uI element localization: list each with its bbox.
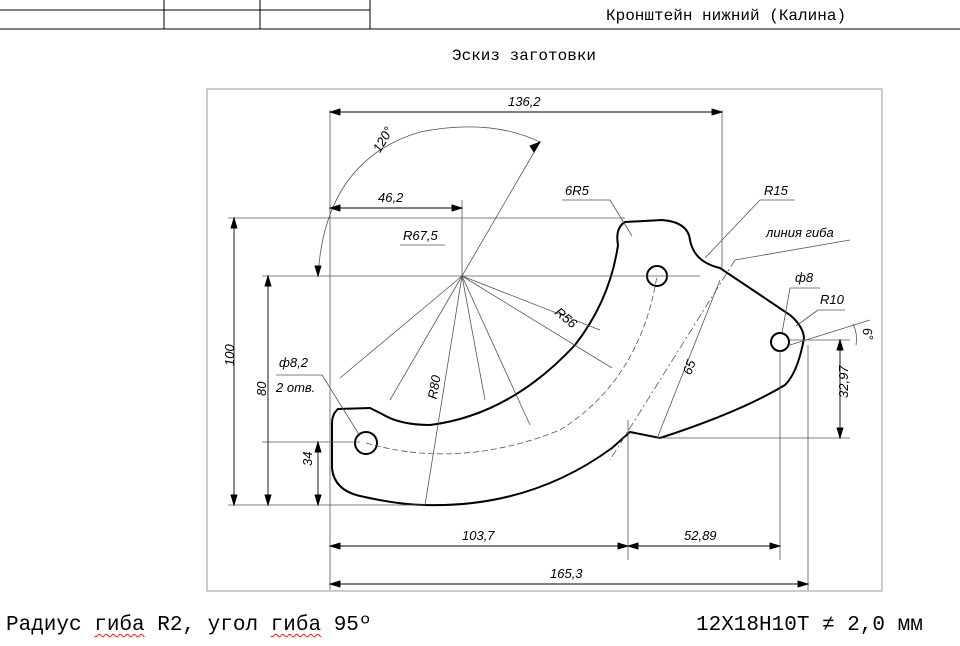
bend-word-2: гиба: [270, 614, 322, 637]
dim-r80: R80: [425, 373, 444, 400]
dim-phi8-2: ф8,2: [279, 355, 309, 370]
dim-103-7: 103,7: [462, 528, 495, 543]
title-block: [0, 0, 960, 30]
part-outline: [331, 218, 806, 507]
dim-6r5: 6R5: [565, 183, 590, 198]
dim-6-deg: 6°: [859, 326, 876, 341]
dim-120-deg: 120°: [370, 124, 396, 155]
bend-mid: R2, угол: [144, 614, 271, 637]
drawing-frame: [206, 88, 883, 592]
dim-phi8: ф8: [795, 270, 814, 285]
hole-left: [354, 431, 378, 455]
dimension-lines: [230, 108, 844, 588]
dim-r67-5: R67,5: [403, 228, 438, 243]
dim-r56: R56: [552, 304, 581, 331]
dim-100: 100: [222, 344, 237, 366]
dim-r15: R15: [764, 183, 789, 198]
dim-34: 34: [300, 452, 315, 466]
dim-46-2: 46,2: [378, 190, 404, 205]
dim-165-3: 165,3: [550, 566, 583, 581]
bend-note: Радиус гиба R2, угол гиба 95º: [6, 614, 372, 637]
dim-80: 80: [254, 381, 269, 396]
hole-right: [770, 332, 790, 352]
dim-r10: R10: [820, 292, 845, 307]
bend-suffix: 95º: [321, 614, 372, 637]
sketch-caption: Эскиз заготовки: [452, 47, 597, 65]
construction-lines: [228, 110, 871, 590]
material-note: 12Х18Н10Т ≠ 2,0 мм: [696, 614, 923, 637]
dim-32-97: 32,97: [836, 365, 851, 398]
label-2-holes: 2 отв.: [275, 380, 315, 395]
drawing-title: Кронштейн нижний (Калина): [606, 7, 847, 25]
bend-word-1: гиба: [94, 614, 145, 637]
label-bend-line: линия гиба: [765, 225, 834, 240]
bend-prefix: Радиус: [6, 614, 95, 637]
dim-65: 65: [680, 357, 699, 376]
dim-52-89: 52,89: [684, 528, 717, 543]
dim-136-2: 136,2: [508, 94, 541, 109]
